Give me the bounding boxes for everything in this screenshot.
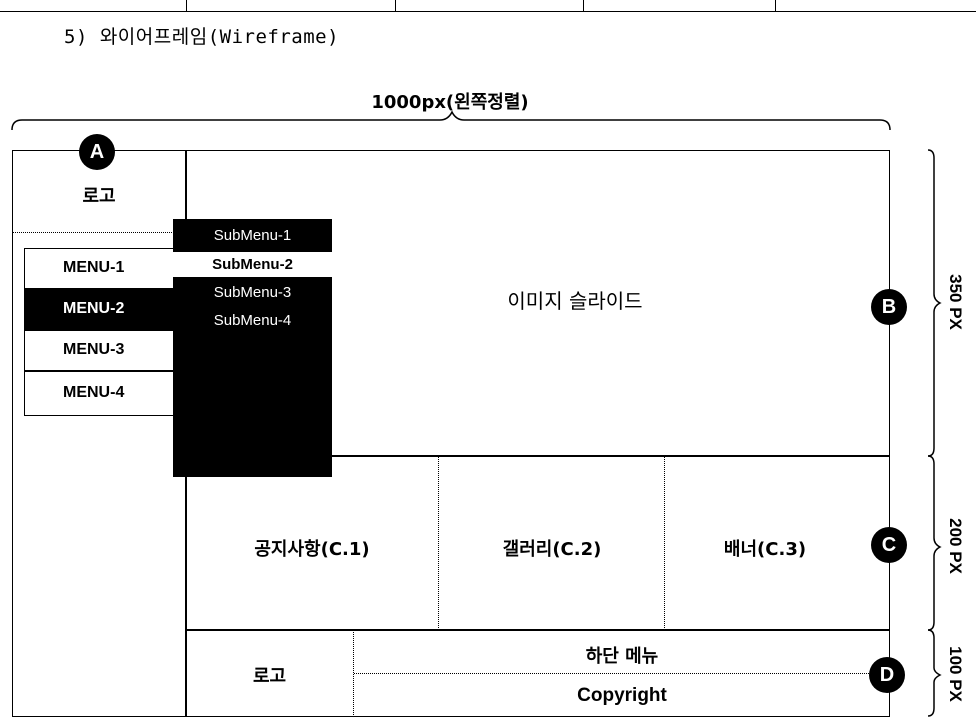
section-title: 5) 와이어프레임(Wireframe) <box>64 26 340 48</box>
header-logo: 로고 <box>82 186 116 207</box>
content-divider-2 <box>664 456 665 630</box>
footer-logo: 로고 <box>252 666 287 687</box>
content-cell-2: 갤러리(C.2) <box>502 539 602 560</box>
marker-d: D <box>869 657 905 693</box>
slide-label: 이미지 슬라이드 <box>507 289 643 313</box>
submenu-item-1[interactable]: SubMenu-1 <box>213 227 292 244</box>
footer-copyright: Copyright <box>577 685 667 706</box>
submenu-item-4[interactable]: SubMenu-4 <box>213 312 292 329</box>
wireframe-frame <box>12 150 890 717</box>
content-cell-1: 공지사항(C.1) <box>254 539 370 560</box>
table-divider <box>583 0 584 12</box>
content-divider-1 <box>438 456 439 630</box>
marker-b: B <box>871 289 907 325</box>
width-brace <box>11 110 891 131</box>
submenu-panel: SubMenu-1 SubMenu-2 SubMenu-3 SubMenu-4 <box>173 219 332 477</box>
footer-height-label: 100 PX <box>946 646 965 702</box>
menu-item-2[interactable]: MENU-2 <box>24 289 174 330</box>
footer-row-divider <box>354 673 869 674</box>
slide-height-brace <box>927 149 942 457</box>
slide-bottom-border <box>186 455 890 457</box>
footer-height-brace <box>927 629 942 717</box>
submenu-item-3[interactable]: SubMenu-3 <box>213 284 292 301</box>
slide-height-label: 350 PX <box>946 274 965 330</box>
footer-logo-divider <box>353 630 354 717</box>
table-bottom-edge <box>0 0 976 12</box>
content-cell-3: 배너(C.3) <box>723 539 807 560</box>
logo-separator <box>12 232 174 233</box>
submenu-item-2[interactable]: SubMenu-2 <box>173 252 332 277</box>
marker-a: A <box>79 134 115 170</box>
marker-c: C <box>871 527 907 563</box>
width-label: 1000px(왼쪽정렬) <box>371 92 529 113</box>
table-divider <box>186 0 187 12</box>
content-height-brace <box>927 455 942 631</box>
content-height-label: 200 PX <box>946 518 965 574</box>
menu-item-4[interactable]: MENU-4 <box>24 371 174 416</box>
menu-item-3[interactable]: MENU-3 <box>24 330 174 371</box>
footer-top-border <box>186 629 890 631</box>
table-divider <box>395 0 396 12</box>
table-divider <box>775 0 776 12</box>
footer-menu: 하단 메뉴 <box>585 646 659 667</box>
menu-item-1[interactable]: MENU-1 <box>24 248 174 289</box>
